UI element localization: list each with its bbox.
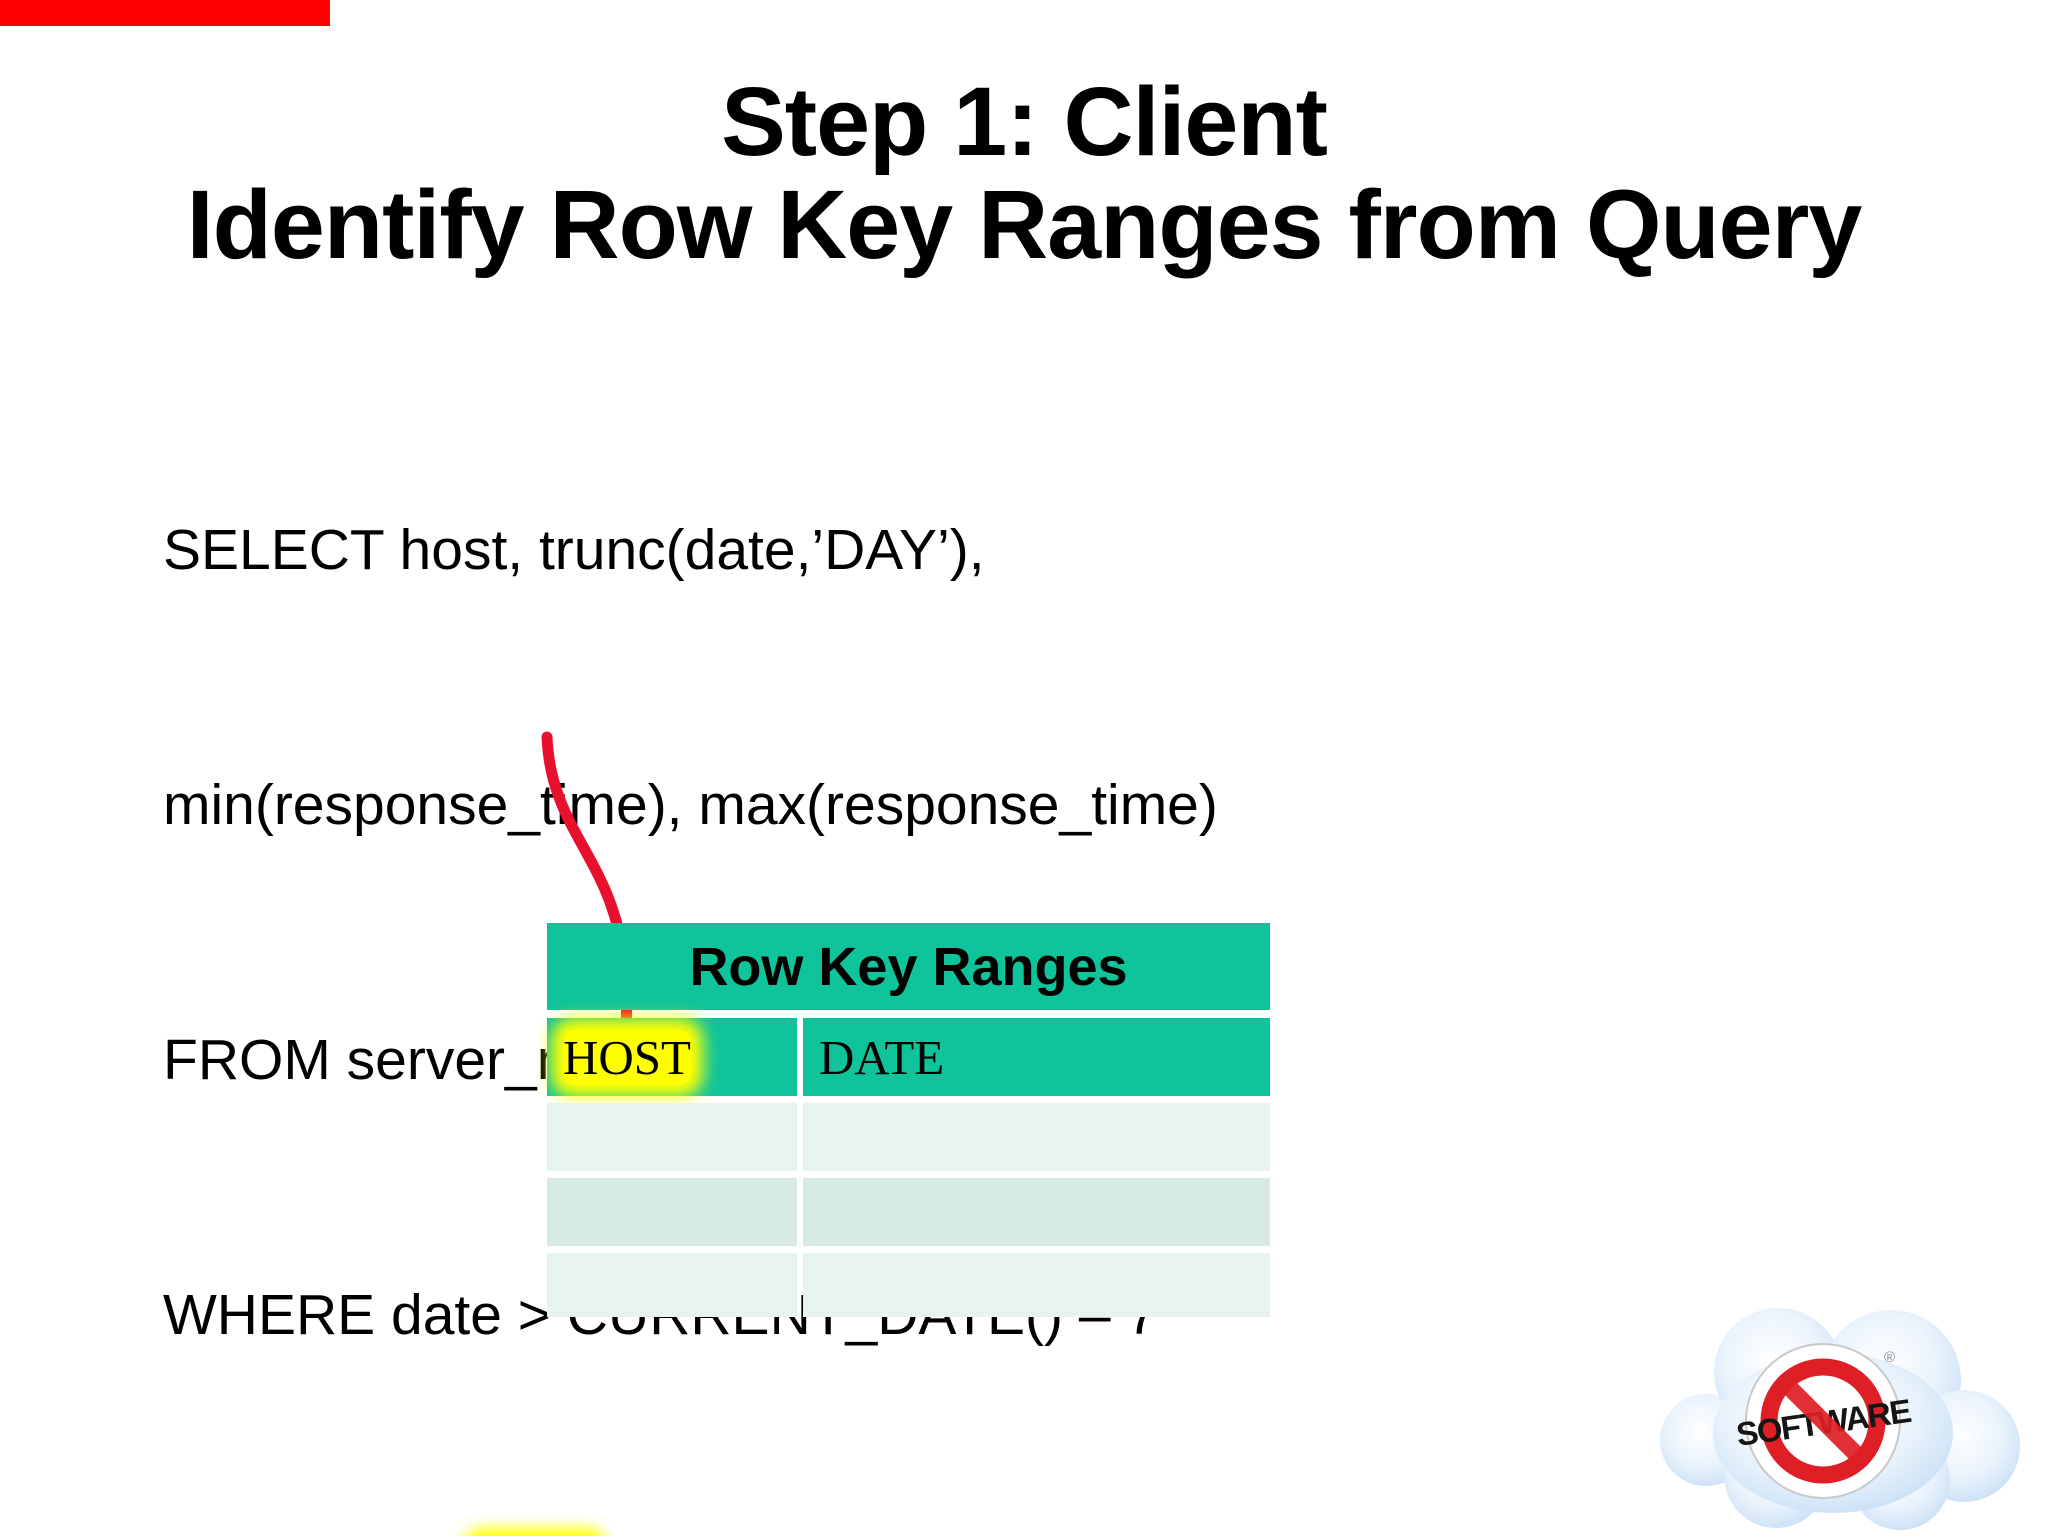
table-empty-cell — [547, 1178, 797, 1246]
registered-mark: ® — [1884, 1349, 1895, 1366]
table-col-header-date: DATE — [803, 1018, 1270, 1096]
slide-title-line2: Identify Row Key Ranges from Query — [186, 170, 1863, 279]
sql-line-select: SELECT host, trunc(date,’DAY’), — [163, 518, 985, 582]
table-title-row: Row Key Ranges — [547, 923, 1270, 1010]
host-header-highlight: HOST — [563, 1029, 691, 1085]
table-empty-cell — [547, 1103, 797, 1171]
table-empty-cell — [547, 1253, 797, 1317]
table-empty-cell — [803, 1178, 1270, 1246]
table-title: Row Key Ranges — [689, 936, 1128, 997]
sql-line-minmax: min(response_time), max(response_time) — [163, 773, 1218, 837]
host-header-wrap: HOST — [547, 1029, 691, 1086]
no-software-cloud-logo: SOFTWARE ® — [1660, 1308, 2020, 1530]
date-header-label: DATE — [819, 1029, 945, 1085]
no-software-badge: SOFTWARE ® — [1734, 1343, 1913, 1499]
slide-title: Step 1: Client Identify Row Key Ranges f… — [0, 70, 2048, 276]
sql-line-and: AND substr(host, 1, 3) IN (‘sf1’, ‘sf3’,… — [163, 1528, 1367, 1536]
slide-title-line1: Step 1: Client — [721, 67, 1328, 176]
red-progress-bar — [0, 0, 330, 26]
table-empty-cell — [803, 1103, 1270, 1171]
table-empty-cell — [803, 1253, 1270, 1317]
table-col-header-host: HOST — [547, 1018, 797, 1096]
